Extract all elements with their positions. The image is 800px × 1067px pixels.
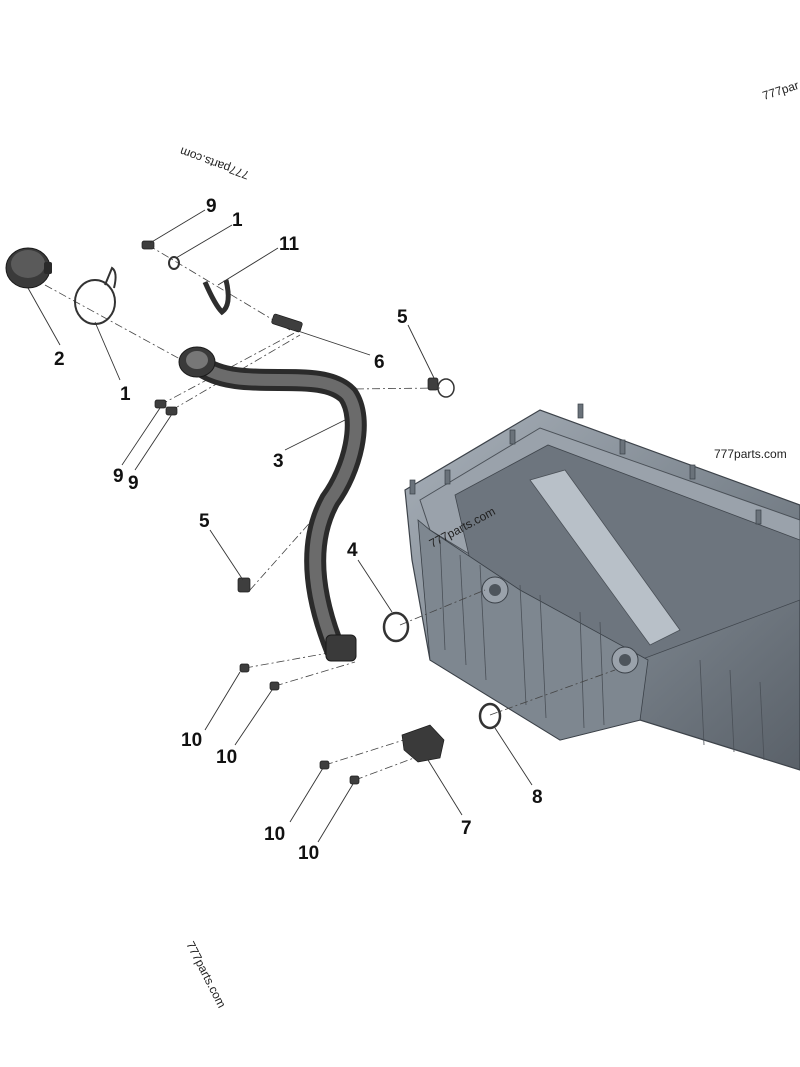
callout-10-d: 10 [298,843,319,864]
screw-10-d [349,775,360,785]
callout-6: 6 [374,352,385,373]
screw-9-left-a [154,399,167,409]
screw-10-c [319,760,330,770]
callout-9-top: 9 [206,196,217,217]
callout-4: 4 [347,540,358,561]
screw-9-top [141,240,155,250]
pan-studs [409,403,762,525]
callout-8: 8 [532,787,543,808]
oring-4 [382,611,410,643]
watermark-bottom: 777parts.com [183,939,228,1010]
bracket-6 [271,313,303,333]
callout-10-b: 10 [216,747,237,768]
callout-2: 2 [54,349,65,370]
oil-pan [404,403,800,771]
watermark-right: 777parts.com [714,447,787,461]
callout-1-clamp: 1 [120,384,131,405]
p-clip-11 [202,279,231,316]
washer-1-top [168,256,180,270]
filler-hose [178,346,367,662]
callout-5-bottom: 5 [199,511,210,532]
callout-11: 11 [279,234,300,255]
callout-7: 7 [461,818,472,839]
leader-lines [27,209,533,843]
screw-5-top [427,377,439,391]
small-hardware [141,240,502,785]
watermark-upside-down: 777parts.com [178,144,251,182]
callout-10-a: 10 [181,730,202,751]
screw-10-b [269,681,280,691]
callout-9-left-a: 9 [113,466,124,487]
oring-8 [478,702,502,730]
callout-numbers: 9 1 11 2 1 6 5 3 9 9 5 4 10 10 8 10 7 10 [54,196,543,864]
callout-5-top: 5 [397,307,408,328]
hose-clamp [74,266,117,325]
watermark-top-right: 777par [761,78,800,103]
adapter-7 [401,724,445,763]
filler-cap [5,247,52,289]
callout-3: 3 [273,451,284,472]
screw-5-bottom [237,577,251,593]
callout-9-left-b: 9 [128,473,139,494]
callout-1-top: 1 [232,210,243,231]
callout-10-c: 10 [264,824,285,845]
pan-ribs [439,539,765,761]
screw-10-a [239,663,250,673]
screw-9-left-b [165,406,178,416]
oring-5-top [437,378,455,398]
